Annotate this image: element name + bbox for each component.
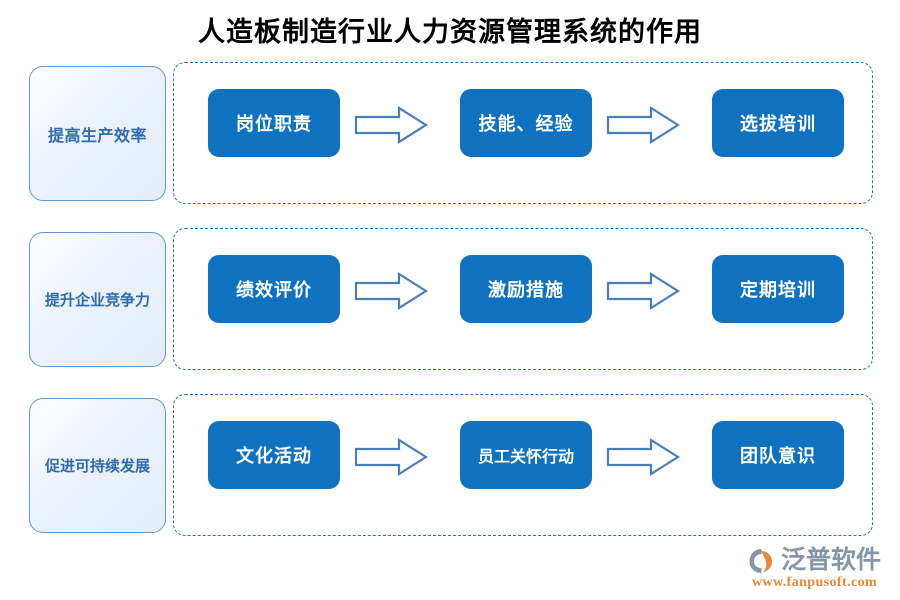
flow-row: 促进可持续发展 文化活动 员工关怀行动 团队意识 [0,394,900,539]
page-title: 人造板制造行业人力资源管理系统的作用 [198,17,702,47]
flow-row: 提升企业竞争力 绩效评价 激励措施 定期培训 [0,228,900,373]
flow-step-2-1[interactable]: 员工关怀行动 [460,421,592,489]
flow-step-1-0[interactable]: 绩效评价 [208,255,340,323]
logo-url-text: www.fanpusoft.com [752,575,878,590]
flow-container-0: 岗位职责 技能、经验 选拔培训 [173,62,873,204]
flow-step-1-1[interactable]: 激励措施 [460,255,592,323]
fanpu-swoosh-icon [748,547,778,575]
logo-row: 泛普软件 [748,546,890,576]
flow-step-0-1[interactable]: 技能、经验 [460,89,592,157]
arrow-right-icon [354,271,428,311]
brand-logo: 泛普软件 www.fanpusoft.com [748,546,890,592]
flow-container-2: 文化活动 员工关怀行动 团队意识 [173,394,873,536]
arrow-right-icon [606,105,680,145]
arrow-right-icon [354,437,428,477]
arrow-right-icon [606,437,680,477]
flow-step-0-2[interactable]: 选拔培训 [712,89,844,157]
flow-row: 提高生产效率 岗位职责 技能、经验 选拔培训 [0,62,900,207]
stage-label-1[interactable]: 提升企业竞争力 [29,232,166,367]
flow-container-1: 绩效评价 激励措施 定期培训 [173,228,873,370]
stage-label-0[interactable]: 提高生产效率 [29,66,166,201]
flow-step-2-2[interactable]: 团队意识 [712,421,844,489]
flow-step-1-2[interactable]: 定期培训 [712,255,844,323]
arrow-right-icon [354,105,428,145]
flow-step-0-0[interactable]: 岗位职责 [208,89,340,157]
logo-brand-text: 泛普软件 [781,547,882,574]
stage-label-2[interactable]: 促进可持续发展 [29,398,166,533]
process-flow-diagram: 提高生产效率 岗位职责 技能、经验 选拔培训 提升企业竞争力 绩效评价 [0,62,900,542]
flow-step-2-0[interactable]: 文化活动 [208,421,340,489]
arrow-right-icon [606,271,680,311]
